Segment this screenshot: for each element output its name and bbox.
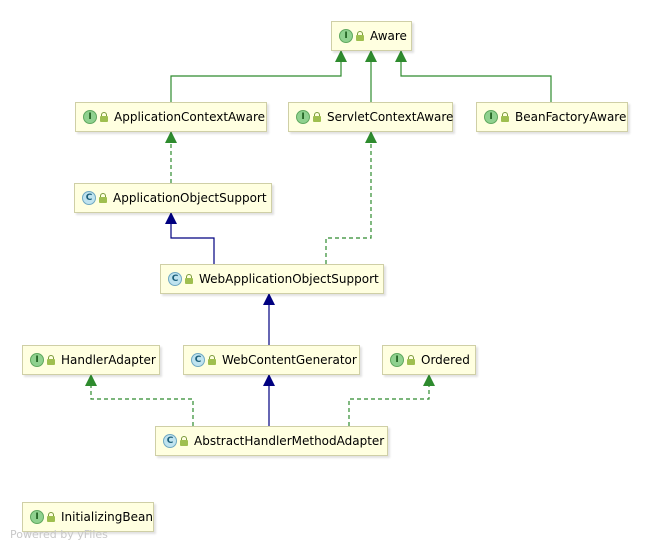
edge-web-application-object-support-to-servlet-context-aware [325,131,377,264]
uml-node-aware[interactable]: I Aware [331,21,412,51]
node-label: AbstractHandlerMethodAdapter [194,434,385,448]
lock-icon [99,193,107,203]
uml-node-handler-adapter[interactable]: I HandlerAdapter [22,345,160,375]
node-label: InitializingBean [61,510,153,524]
node-label: WebApplicationObjectSupport [199,272,379,286]
interface-icon: I [484,110,498,124]
class-icon: C [191,353,205,367]
lock-icon [208,355,216,365]
lock-icon [185,274,193,284]
interface-icon: I [339,29,353,43]
node-label: BeanFactoryAware [515,110,627,124]
lock-icon [100,112,108,122]
lock-icon [501,112,509,122]
powered-by-footer: Powered by yFiles [10,528,108,541]
node-label: ApplicationObjectSupport [113,191,267,205]
lock-icon [407,355,415,365]
edge-abstract-handler-method-adapter-to-handler-adapter [85,374,194,426]
uml-node-application-object-support[interactable]: C ApplicationObjectSupport [74,183,272,213]
edge-bean-factory-aware-to-aware [395,50,552,102]
uml-node-web-application-object-support[interactable]: C WebApplicationObjectSupport [160,264,384,294]
node-label: Ordered [421,353,470,367]
class-icon: C [168,272,182,286]
uml-node-ordered[interactable]: I Ordered [382,345,476,375]
class-icon: C [163,434,177,448]
edge-application-context-aware-to-aware [170,50,347,102]
uml-node-web-content-generator[interactable]: C WebContentGenerator [183,345,360,375]
node-label: ServletContextAware [327,110,454,124]
node-label: Aware [370,29,407,43]
uml-node-application-context-aware[interactable]: I ApplicationContextAware [75,102,267,132]
interface-icon: I [30,353,44,367]
lock-icon [47,512,55,522]
lock-icon [356,31,364,41]
interface-icon: I [390,353,404,367]
interface-icon: I [30,510,44,524]
uml-node-initializing-bean[interactable]: I InitializingBean [22,502,154,532]
edge-web-application-object-support-to-application-object-support [165,212,215,264]
node-label: WebContentGenerator [222,353,357,367]
uml-node-bean-factory-aware[interactable]: I BeanFactoryAware [476,102,628,132]
node-label: HandlerAdapter [61,353,156,367]
lock-icon [47,355,55,365]
interface-icon: I [83,110,97,124]
interface-icon: I [296,110,310,124]
node-label: ApplicationContextAware [114,110,266,124]
lock-icon [313,112,321,122]
uml-node-servlet-context-aware[interactable]: I ServletContextAware [288,102,453,132]
lock-icon [180,436,188,446]
uml-node-abstract-handler-method-adapter[interactable]: C AbstractHandlerMethodAdapter [155,426,388,456]
edge-abstract-handler-method-adapter-to-ordered [348,374,435,426]
class-icon: C [82,191,96,205]
